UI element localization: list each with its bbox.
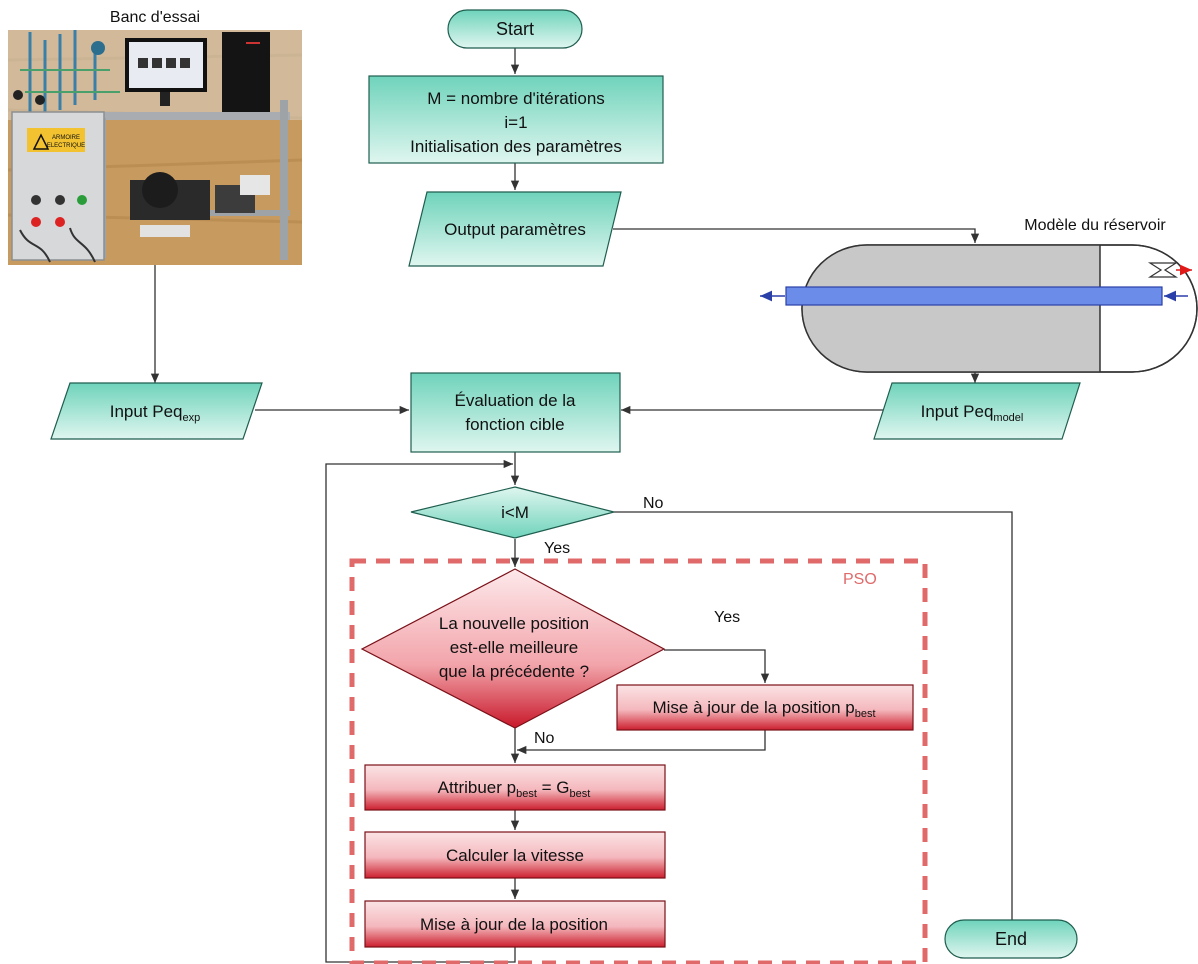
reservoir-model (760, 244, 1198, 373)
update-position-node: Mise à jour de la position (364, 900, 666, 948)
init-line-2: i=1 (504, 113, 527, 132)
init-line-1: M = nombre d'itérations (427, 89, 605, 108)
decision-loop-label: i<M (501, 503, 529, 522)
evaluation-node: Évaluation de la fonction cible (410, 372, 621, 453)
input-peq-exp-node: Input Peqexp (50, 382, 263, 440)
decision-better-line-3: que la précédente ? (439, 662, 589, 681)
no-exit-label: No (643, 495, 664, 512)
decision-loop-node: i<M (410, 486, 615, 539)
decision-better-node: La nouvelle position est-elle meilleure … (360, 568, 666, 729)
evaluation-line-1: Évaluation de la (455, 391, 577, 410)
output-params-label: Output paramètres (444, 220, 586, 239)
pso-group-label: PSO (843, 571, 877, 588)
assign-pbest-label: Attribuer pbest = Gbest (438, 778, 591, 800)
init-block: M = nombre d'itérations i=1 Initialisati… (368, 75, 664, 164)
update-position-label: Mise à jour de la position (420, 915, 608, 934)
update-pbest-node: Mise à jour de la position pbest (616, 684, 914, 731)
start-label: Start (496, 19, 534, 39)
yes-loop-label: Yes (544, 540, 570, 557)
end-node: End (944, 919, 1078, 959)
connectors (150, 48, 1017, 963)
reservoir-title: Modèle du réservoir (1024, 217, 1166, 234)
yes-better-label: Yes (714, 609, 740, 626)
evaluation-line-2: fonction cible (465, 415, 564, 434)
end-label: End (995, 929, 1027, 949)
start-node: Start (447, 9, 583, 49)
cabinet-label-1: ARMOIRE (52, 135, 80, 141)
photo-caption: Banc d'essai (110, 9, 200, 26)
output-params-node: Output paramètres (408, 191, 622, 267)
update-pbest-label: Mise à jour de la position pbest (652, 698, 875, 720)
input-peq-model-node: Input Peqmodel (873, 382, 1081, 440)
assign-pbest-node: Attribuer pbest = Gbest (364, 764, 666, 811)
input-peq-model-label: Input Peqmodel (921, 402, 1024, 424)
no-better-label: No (534, 730, 555, 747)
compute-speed-label: Calculer la vitesse (446, 846, 584, 865)
input-peq-exp-label: Input Peqexp (110, 402, 201, 424)
pso-group-frame (349, 558, 928, 964)
init-line-3: Initialisation des paramètres (410, 137, 622, 156)
decision-better-line-1: La nouvelle position (439, 614, 589, 633)
compute-speed-node: Calculer la vitesse (364, 831, 666, 879)
cabinet-label-2: ELECTRIQUE (47, 143, 85, 149)
test-bench-photo: ARMOIRE ELECTRIQUE (7, 30, 303, 265)
decision-better-line-2: est-elle meilleure (450, 638, 579, 657)
